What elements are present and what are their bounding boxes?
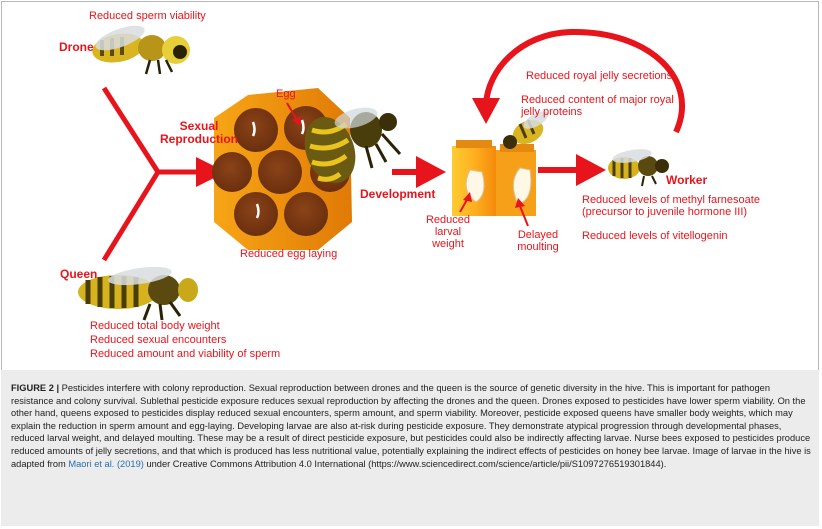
- worker-label: Worker: [666, 173, 708, 187]
- queen-effect-sexual-encounters: Reduced sexual encounters: [90, 334, 227, 346]
- honeycomb-cell: [258, 150, 302, 194]
- figure-label: FIGURE 2 |: [11, 383, 60, 393]
- egg-pointer-arrow: [286, 102, 301, 126]
- queen-label: Queen: [60, 267, 98, 281]
- larvae-cells-icon: [452, 140, 536, 216]
- development-label: Development: [360, 187, 436, 201]
- figure-caption: FIGURE 2 | Pesticides interfere with col…: [11, 382, 813, 470]
- caption-citation-link[interactable]: Maori et al. (2019): [68, 458, 144, 469]
- convergence-arrows: [101, 86, 226, 262]
- drone-label: Drone: [59, 40, 94, 54]
- drone-effect-label: Reduced sperm viability: [89, 10, 206, 22]
- drone-bee-icon: [92, 25, 190, 75]
- egg-label: Egg: [276, 88, 296, 100]
- larval-pointer-arrows: [459, 192, 529, 227]
- diagram-canvas: [78, 25, 685, 321]
- feedback-loop-arrow: [472, 28, 685, 134]
- vitellogenin-label: Reduced levels of vitellogenin: [582, 230, 728, 242]
- honeycomb-cell: [234, 192, 278, 236]
- queen-effect-body-weight: Reduced total body weight: [90, 320, 220, 332]
- caption-license-text: under Creative Commons Attribution 4.0 I…: [146, 458, 667, 469]
- delayed-moulting-label: Delayed moulting: [517, 229, 559, 253]
- worker-arrow: [538, 154, 606, 186]
- caption-background: [1, 370, 819, 526]
- development-arrow: [392, 156, 446, 188]
- caption-text: Pesticides interfere with colony reprodu…: [11, 383, 811, 469]
- royal-jelly-protein-label: Reduced content of major royal jelly pro…: [521, 94, 674, 118]
- royal-jelly-secretion-label: Reduced royal jelly secretions: [526, 70, 673, 82]
- honeycomb-cell: [212, 152, 252, 192]
- bee-on-honeycomb-icon: [304, 107, 402, 183]
- queen-bee-icon: [78, 266, 198, 321]
- methyl-farnesoate-label: Reduced levels of methyl farnesoate (pre…: [582, 194, 760, 218]
- arrow-to-honeycomb: [196, 157, 226, 187]
- honeycomb-cell: [234, 108, 278, 152]
- worker-bee-icon: [608, 149, 669, 187]
- queen-effect-sperm: Reduced amount and viability of sperm: [90, 348, 281, 360]
- nurse-bee-icon: [503, 111, 549, 149]
- honeycomb-cell: [284, 192, 328, 236]
- honeycomb: [212, 88, 352, 250]
- egg-laying-effect-label: Reduced egg laying: [240, 248, 338, 260]
- larval-weight-label: Reduced larval weight: [425, 214, 471, 250]
